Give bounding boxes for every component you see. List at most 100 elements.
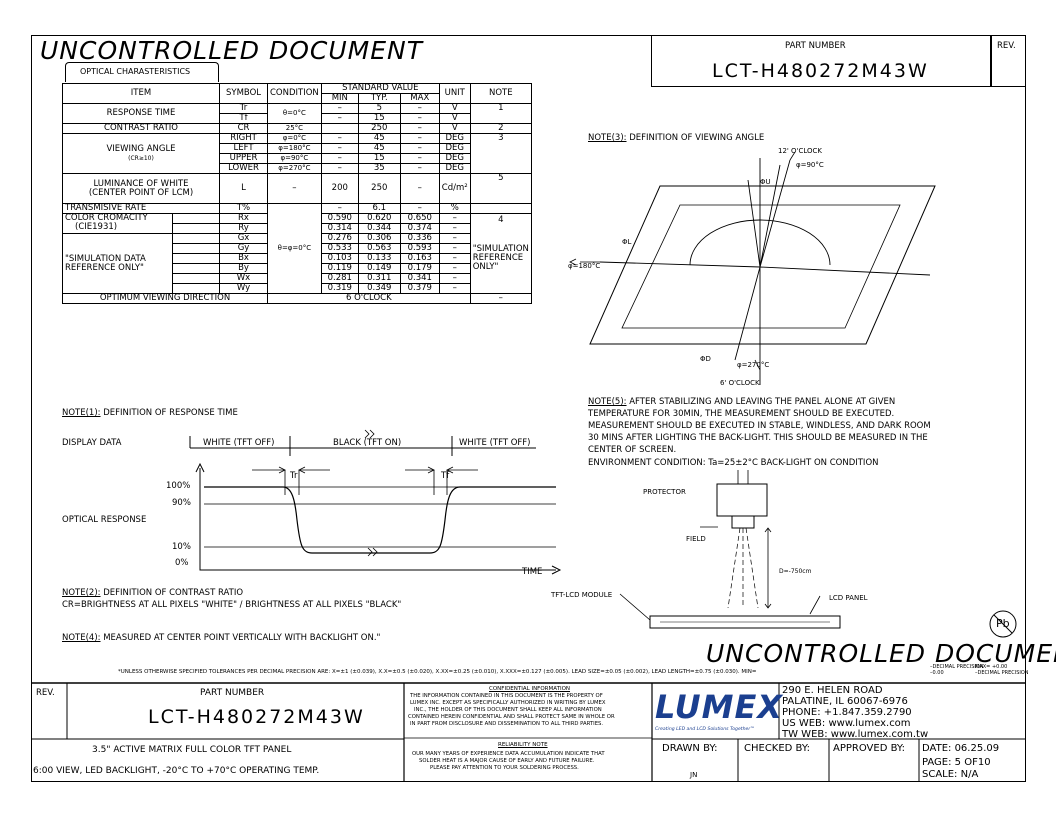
part-number-label: PART NUMBER [785, 41, 846, 51]
optical-response-label: OPTICAL RESPONSE [62, 515, 147, 525]
lumex-logo-text: LUMEX [655, 688, 783, 726]
theta-d-label: ΦD [700, 355, 711, 363]
conf-line0: THE INFORMATION CONTAINED IN THIS DOCUME… [410, 693, 603, 699]
note5-line5: ENVIRONMENT CONDITION: Ta=25±2°C BACK-LI… [588, 458, 879, 468]
color-note: 4 "SIMULATION REFERENCE ONLY" [469, 213, 532, 294]
phone: PHONE: +1.847.359.2790 [782, 707, 912, 718]
pct-0: 0% [175, 558, 189, 568]
rev-box [990, 35, 1026, 87]
note2-title: NOTE(2): [62, 588, 101, 598]
luminance-line2: (CENTER POINT OF LCM) [88, 187, 194, 198]
rev-label: REV. [997, 41, 1016, 51]
viewing-sub: (CR≥10) [128, 154, 154, 162]
conf-line2: INC., THE HOLDER OF THIS DOCUMENT SHALL … [414, 707, 602, 713]
tr-label: Tr [290, 471, 298, 481]
optical-tab [65, 62, 219, 82]
tolerance-min: –DECIMAL PRECISION –0.00 [930, 664, 984, 676]
part-number: LCT-H480272M43W [712, 60, 929, 82]
footer-pn-label: PART NUMBER [200, 688, 265, 698]
rel-line0: OUR MANY YEARS OF EXPERIENCE DATA ACCUMU… [412, 751, 605, 757]
cell: 5 [469, 173, 532, 204]
lumex-logo: LUMEX Creating LED and LCD Solutions Tog… [655, 687, 782, 737]
sim-line2: REFERENCE ONLY" [65, 262, 144, 273]
us-web: US WEB: www.lumex.com [782, 718, 911, 729]
tolerance-max-top: +0.00 [991, 664, 1008, 670]
conf-line4: IN PART FROM DISCLOSURE AND DISSEMINATIO… [410, 721, 604, 727]
addr1: 290 E. HELEN ROAD [782, 685, 883, 696]
note2-formula: CR=BRIGHTNESS AT ALL PIXELS "WHITE" / BR… [62, 600, 402, 610]
footer-desc1: 3.5" ACTIVE MATRIX FULL COLOR TFT PANEL [92, 745, 292, 755]
note4-text: MEASURED AT CENTER POINT VERTICALLY WITH… [100, 633, 381, 643]
note5-line2: MEASUREMENT SHOULD BE EXECUTED IN STABLE… [588, 421, 931, 431]
pb-label: Pb [996, 617, 1010, 630]
note3-title: NOTE(3): [588, 133, 627, 143]
module-label: TFT-LCD MODULE [551, 591, 613, 599]
distance-label: D=-750cm [779, 568, 812, 575]
note1-title: NOTE(1): [62, 408, 101, 418]
cell: – [267, 173, 322, 204]
drawn-by-label: DRAWN BY: [662, 743, 718, 754]
time-label: TIME [522, 567, 543, 577]
color-line2: (CIE1931) [75, 222, 118, 232]
white-off-1: WHITE (TFT OFF) [203, 438, 275, 448]
field-label: FIELD [686, 535, 706, 543]
pct-100: 100% [166, 481, 191, 491]
conf-line3: CONTAINED HEREIN CONFIDENTIAL AND SHALL … [408, 714, 615, 720]
note5-line0: NOTE(5): AFTER STABILIZING AND LEAVING T… [588, 397, 895, 407]
watermark-top: UNCONTROLLED DOCUMENT [40, 36, 424, 65]
note2: NOTE(2): DEFINITION OF CONTRAST RATIO [62, 588, 243, 598]
pct-90: 90% [172, 498, 191, 508]
note1: NOTE(1): DEFINITION OF RESPONSE TIME [62, 408, 238, 418]
display-data-label: DISPLAY DATA [62, 438, 122, 448]
rel-title: RELIABILITY NOTE [498, 742, 548, 748]
color-line1: COLOR CROMACITY [65, 213, 148, 223]
watermark-bottom: UNCONTROLLED DOCUMENT [706, 639, 1056, 668]
optical-tab-label: OPTICAL CHARASTERISTICS [80, 67, 191, 76]
pct-10: 10% [172, 542, 191, 552]
page-field: PAGE: 5 OF10 [922, 757, 991, 768]
cell: Cd/m² [438, 173, 471, 204]
note-line1: "SIMULATION [472, 244, 529, 254]
tolerance-min-label: –DECIMAL PRECISION [930, 664, 984, 670]
note-line3: ONLY" [472, 262, 499, 272]
note2-text: DEFINITION OF CONTRAST RATIO [100, 588, 244, 598]
note5-line1: TEMPERATURE FOR 30MIN, THE MEASUREMENT S… [588, 409, 895, 419]
checked-by-label: CHECKED BY: [744, 743, 811, 754]
optimum-item: OPTIMUM VIEWING DIRECTION [62, 293, 268, 304]
note5-line4: CENTER OF SCREEN. [588, 445, 677, 455]
clock12-label: 12' O'CLOCK [778, 147, 823, 155]
luminance-item: LUMINANCE OF WHITE (CENTER POINT OF LCM) [62, 173, 220, 204]
note4-title: NOTE(4): [62, 633, 101, 643]
tf-label: Tf [441, 471, 450, 481]
white-off-2: WHITE (TFT OFF) [459, 438, 531, 448]
footer-rev-label: REV. [36, 688, 55, 698]
addr2: PALATINE, IL 60067-6976 [782, 696, 908, 707]
note3: NOTE(3): DEFINITION OF VIEWING ANGLE [588, 133, 764, 143]
optical-table: ITEM SYMBOL CONDITION STANDARD VALUE UNI… [62, 83, 532, 304]
scale-field: SCALE: N/A [922, 769, 979, 780]
cell: θ=φ=0°C [267, 203, 322, 294]
conf-line1: LUMEX INC. EXCEPT AS SPECIFICALLY AUTHOR… [410, 700, 606, 706]
approved-by-label: APPROVED BY: [833, 743, 906, 754]
tolerance-max-label: MAX= [975, 664, 991, 670]
tolerance-max: MAX= +0.00 –DECIMAL PRECISION [975, 664, 1029, 676]
sim-line1: "SIMULATION DATA [65, 253, 146, 264]
black-on: BLACK (TFT ON) [333, 438, 402, 448]
note5-l0: AFTER STABILIZING AND LEAVING THE PANEL … [626, 397, 896, 407]
tw-web: TW WEB: www.lumex.com.tw [782, 729, 929, 740]
note5-title: NOTE(5): [588, 397, 627, 407]
tolerance-text: *UNLESS OTHERWISE SPECIFIED TOLERANCES P… [118, 669, 757, 675]
tolerance-max-bot: –DECIMAL PRECISION [975, 670, 1029, 676]
sim-item: "SIMULATION DATA REFERENCE ONLY" [62, 233, 173, 294]
protector-label: PROTECTOR [643, 488, 686, 496]
rel-line2: PLEASE PAY ATTENTION TO YOUR SOLDERING P… [430, 765, 579, 771]
note1-text: DEFINITION OF RESPONSE TIME [100, 408, 238, 418]
conf-title: CONFIDENTIAL INFORMATION [489, 686, 571, 692]
phi90-label: φ=90°C [796, 161, 824, 169]
note3-text: DEFINITION OF VIEWING ANGLE [626, 133, 765, 143]
rel-line1: SOLDER HEAT IS A MAJOR CAUSE OF EARLY AN… [419, 758, 595, 764]
footer-part-number: LCT-H480272M43W [148, 706, 365, 728]
tolerance-min-sub: –0.00 [930, 670, 944, 676]
